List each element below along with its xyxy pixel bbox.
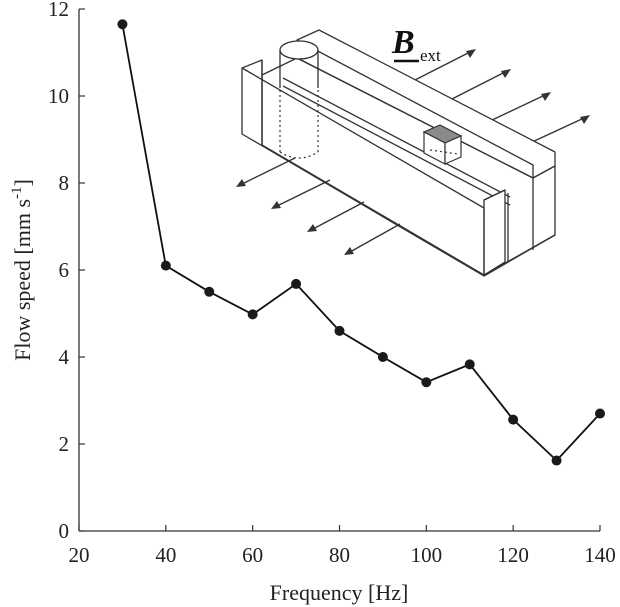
data-point <box>247 309 258 320</box>
data-point <box>377 352 388 362</box>
series-line <box>121 24 601 462</box>
magnet-cube <box>422 124 463 165</box>
reservoir-top <box>279 40 319 60</box>
y-axis-label-end: ] <box>10 179 35 186</box>
x-tick-label: 40 <box>155 543 176 567</box>
data-points <box>117 19 605 466</box>
y-axis-label: Flow speed [mm s-1] <box>9 179 35 361</box>
field-arrows-back <box>414 49 590 144</box>
data-point <box>334 325 345 336</box>
x-axis-label: Frequency [Hz] <box>270 580 409 605</box>
data-point <box>160 260 171 271</box>
data-point <box>291 278 302 289</box>
data-point <box>464 359 475 370</box>
data-point <box>595 408 605 419</box>
data-point <box>421 377 432 388</box>
field-arrows-front <box>236 157 401 255</box>
field-label: B <box>391 24 415 61</box>
y-tick-label: 4 <box>59 345 70 369</box>
inset-channel-diagram: B ext <box>236 24 590 277</box>
x-tick-label: 140 <box>584 543 616 567</box>
y-axis-label-main: Flow speed [mm s <box>10 199 35 361</box>
y-tick-label: 6 <box>59 258 70 282</box>
x-tick-label: 80 <box>329 543 350 567</box>
x-axis-ticks: 20 40 60 80 100 120 140 <box>69 525 616 567</box>
data-point <box>204 286 215 297</box>
y-axis-ticks: 0 2 4 6 8 10 12 <box>48 0 85 543</box>
y-tick-label: 10 <box>48 84 69 108</box>
data-point <box>551 455 562 466</box>
data-point <box>117 19 128 30</box>
y-tick-label: 8 <box>59 171 70 195</box>
y-tick-label: 12 <box>48 0 69 21</box>
y-tick-label: 2 <box>59 432 70 456</box>
data-point <box>508 414 519 425</box>
y-tick-label: 0 <box>59 519 70 543</box>
field-label-subscript: ext <box>420 46 441 65</box>
x-tick-label: 60 <box>242 543 263 567</box>
x-tick-label: 20 <box>69 543 90 567</box>
y-axis-label-superscript: -1 <box>9 186 25 199</box>
x-tick-label: 100 <box>411 543 443 567</box>
x-tick-label: 120 <box>497 543 529 567</box>
